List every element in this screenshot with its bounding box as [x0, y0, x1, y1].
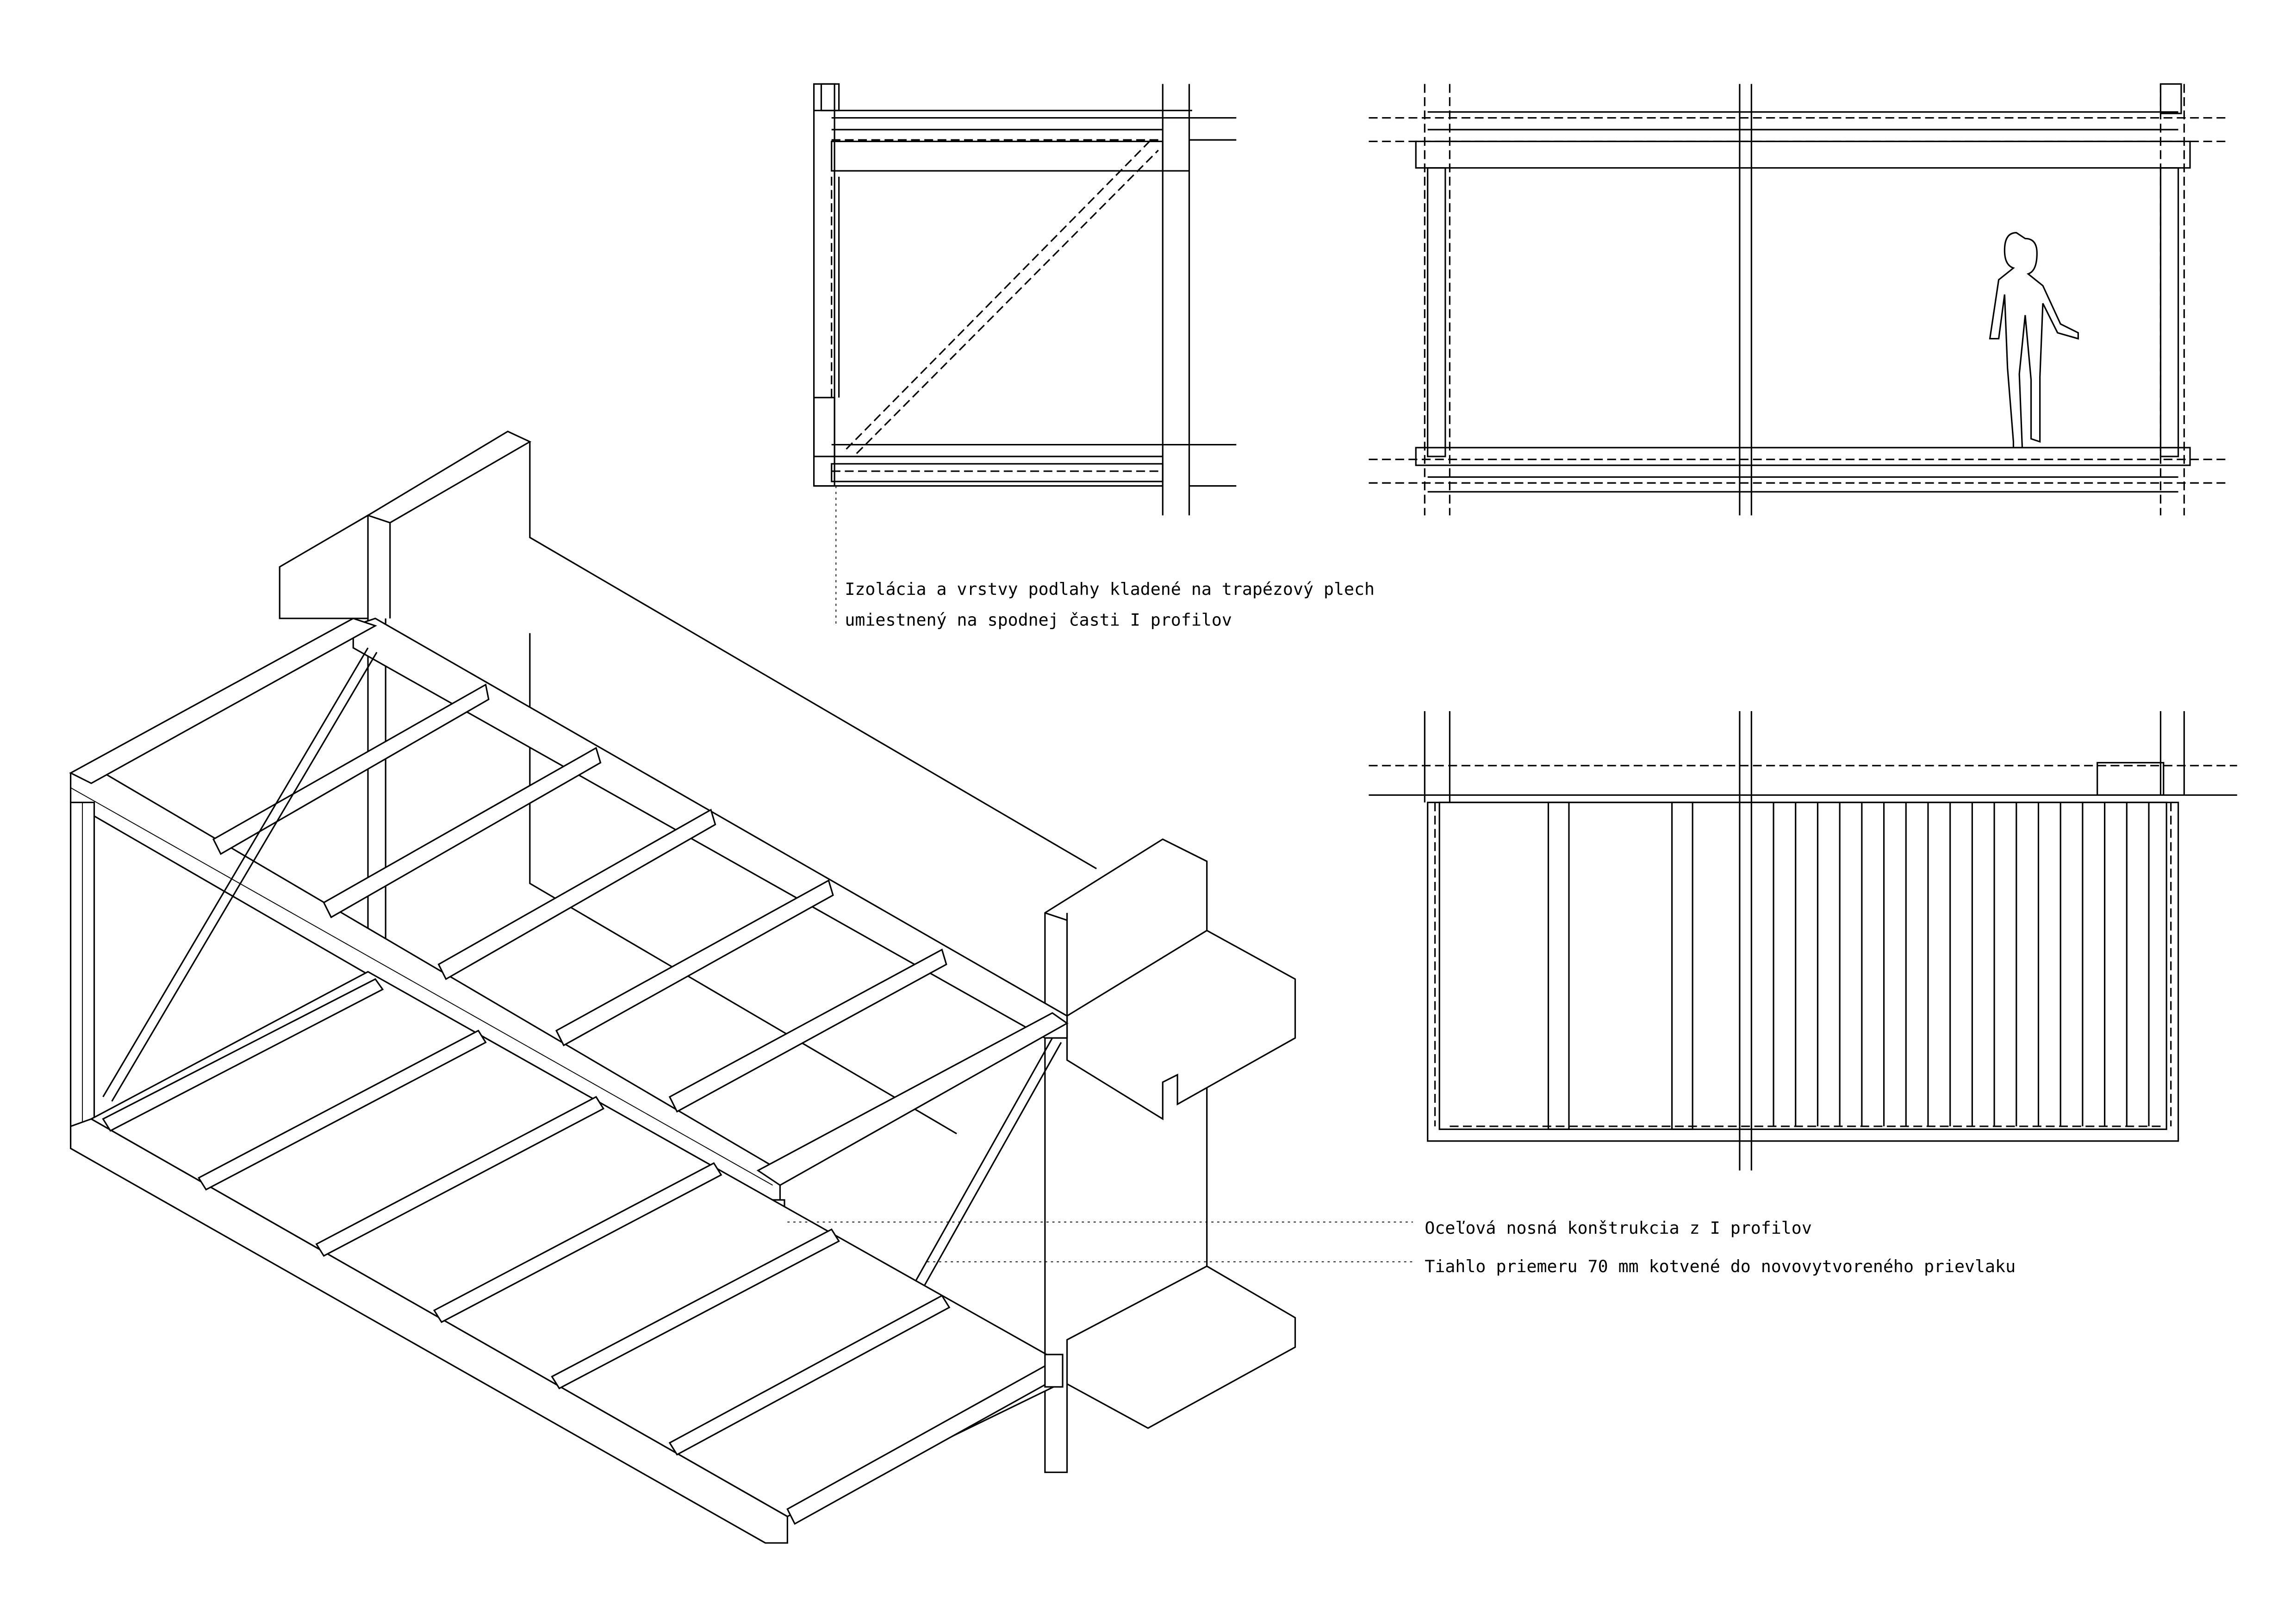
annotation-steel-structure: Oceľová nosná konštrukcia z I profilov — [787, 1218, 1812, 1238]
axonometric-view — [69, 431, 1296, 1544]
trapezoidal-sheet-lines — [1773, 802, 2150, 1126]
annotation-text: Tiahlo priemeru 70 mm kotvené do novovyt… — [1425, 1256, 2016, 1276]
annotation-text: Oceľová nosná konštrukcia z I profilov — [1425, 1218, 1811, 1238]
annotation-floor-insulation: Izolácia a vrstvy podlahy kladené na tra… — [835, 486, 1375, 630]
floor-plan-view — [1369, 711, 2237, 1171]
annotation-text-line2: umiestnený na spodnej časti I profilov — [845, 610, 1232, 630]
longitudinal-section-view — [1369, 83, 2226, 516]
cross-section-view — [813, 83, 1237, 516]
annotation-tie-rod: Tiahlo priemeru 70 mm kotvené do novovyt… — [927, 1256, 2016, 1276]
annotation-text-line1: Izolácia a vrstvy podlahy kladené na tra… — [845, 579, 1375, 599]
human-figure-silhouette — [1989, 232, 2079, 449]
